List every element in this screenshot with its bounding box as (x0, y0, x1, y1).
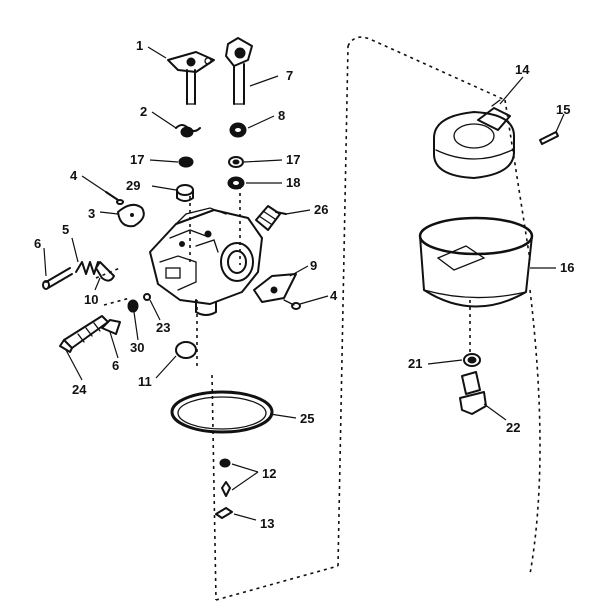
spring-2 (175, 124, 201, 138)
callout-14: 14 (515, 62, 530, 77)
callout-15: 15 (556, 102, 570, 117)
seal-17-right (228, 156, 244, 168)
callout-30: 30 (130, 340, 144, 355)
mixture-screw-24 (59, 315, 109, 353)
float-14 (433, 99, 515, 179)
screw-4-right (283, 299, 301, 310)
idle-screw-6-left (42, 267, 73, 290)
choke-shaft-7 (225, 37, 253, 105)
callout-6-left: 6 (34, 236, 41, 251)
fuel-inlet-26 (255, 205, 287, 231)
callout-4-left: 4 (70, 168, 78, 183)
callout-17-left: 17 (130, 152, 144, 167)
float-bowl-16 (418, 216, 534, 308)
callout-1: 1 (136, 38, 143, 53)
callout-7: 7 (286, 68, 293, 83)
bowl-nut-22 (459, 371, 487, 415)
gasket-21 (463, 353, 481, 367)
o-ring-10 (95, 261, 115, 282)
spring-30 (127, 299, 139, 313)
callout-10: 10 (84, 292, 98, 307)
float-shaft-15 (539, 131, 559, 145)
clip-13 (215, 507, 233, 519)
callout-13: 13 (260, 516, 274, 531)
assembly-guide-lines (95, 36, 541, 601)
callout-4-right: 4 (330, 288, 338, 303)
dust-cover-9 (253, 273, 297, 303)
callout-29: 29 (126, 178, 140, 193)
callout-26: 26 (314, 202, 328, 217)
callout-16: 16 (560, 260, 574, 275)
callout-3: 3 (88, 206, 95, 221)
seal-8 (229, 122, 247, 138)
callout-6-right: 6 (112, 358, 119, 373)
idle-screw-6-right (101, 319, 121, 335)
callout-25: 25 (300, 411, 314, 426)
callout-22: 22 (506, 420, 520, 435)
callout-12: 12 (262, 466, 276, 481)
callout-21: 21 (408, 356, 422, 371)
screw-4-left (105, 191, 124, 205)
seal-17-left (178, 156, 194, 168)
bowl-gasket-25 (170, 390, 274, 434)
callout-24: 24 (72, 382, 87, 397)
carburetor-body (149, 207, 263, 316)
callout-9: 9 (310, 258, 317, 273)
callout-2: 2 (140, 104, 147, 119)
spring-5 (75, 261, 99, 275)
gasket-3 (117, 203, 145, 228)
inlet-needle-12 (219, 458, 231, 497)
callout-18: 18 (286, 175, 300, 190)
welch-plug-23 (143, 293, 151, 301)
seal-18 (227, 176, 245, 190)
retainer-29 (176, 184, 194, 202)
cup-plug-11 (175, 341, 197, 359)
callout-23: 23 (156, 320, 170, 335)
callout-17-right: 17 (286, 152, 300, 167)
callout-5: 5 (62, 222, 69, 237)
leader-lines (43, 46, 565, 521)
callout-11: 11 (138, 374, 152, 389)
callout-8: 8 (278, 108, 285, 123)
callout-labels: 1 2 3 4 4 5 6 6 7 8 9 10 11 12 13 14 15 … (34, 38, 574, 531)
throttle-shaft-1 (167, 51, 215, 105)
